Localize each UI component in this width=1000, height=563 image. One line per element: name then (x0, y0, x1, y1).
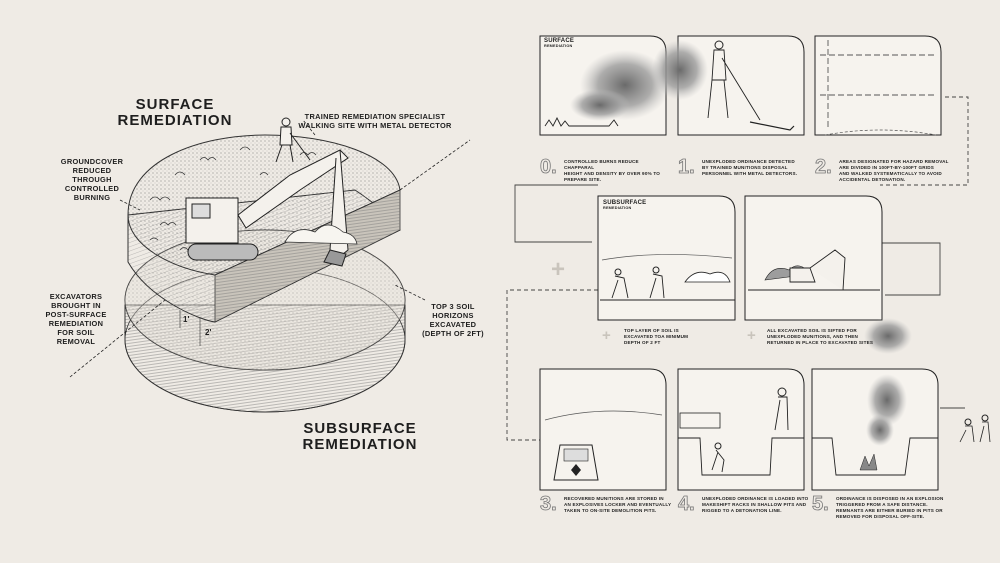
step-caption: UNEXPLODED ORDINANCE IS LOADED INTO MAKE… (702, 496, 812, 514)
caption-line: PERSONNEL WITH METAL DETECTORS. (702, 170, 798, 176)
specialist-figure (275, 117, 311, 163)
group-title: SURFACE (544, 38, 575, 44)
step-number: + (602, 327, 611, 344)
step-caption: ALL EXCAVATED SOIL IS SIFTED FOR UNEXPLO… (767, 328, 885, 346)
step-number: 3. (540, 493, 557, 515)
surface-remediation-title: SURFACE REMEDIATION (110, 97, 240, 129)
caption-line: RECOVERED MUNITIONS ARE STORED IN (564, 496, 664, 501)
step-number: 0. (540, 156, 557, 178)
caption-line: AND WALKED SYSTEMATICALLY TO AVOID (839, 170, 942, 176)
step-caption: TOP LAYER OF SOIL IS EXCAVATED TOA MINIM… (624, 328, 734, 346)
panel-frame-0 (539, 35, 670, 136)
panel-frame-subsurface-b (744, 195, 912, 354)
caption-line: TAKEN TO ON-SITE DEMOLITION PITS. (564, 507, 657, 513)
group-subtitle: REMEDIATION (544, 44, 573, 48)
step-caption: UNEXPLODED ORDINANCE DETECTED BY TRAINED… (702, 159, 808, 177)
caption-line: ALL EXCAVATED SOIL IS SIFTED FOR (767, 328, 857, 333)
caption-line: UNEXPLODED ORDINANCE DETECTED (702, 159, 795, 164)
step-number: 5. (812, 493, 829, 515)
label-line: REDUCED (72, 166, 112, 176)
label-line: CONTROLLED (64, 184, 120, 194)
caption-line: PREPARE SITE. (564, 176, 602, 182)
title-line: SURFACE (135, 96, 215, 113)
excavators-label: EXCAVATORS BROUGHT IN POST-SURFACE REMED… (36, 292, 116, 346)
caption-line: HEIGHT AND DENSITY BY OVER 90% TO (564, 170, 661, 176)
label-line: HORIZONS (432, 311, 474, 321)
label-line: (DEPTH OF 2FT) (422, 329, 484, 339)
surface-group-label: SURFACE REMEDIATION (544, 38, 574, 48)
plus-marker: + (551, 256, 566, 283)
caption-line: TOP LAYER OF SOIL IS (624, 328, 679, 333)
label-line: BURNING (73, 193, 111, 203)
subsurface-remediation-title: SUBSURFACE REMEDIATION (285, 421, 435, 453)
label-line: POST-SURFACE (45, 310, 107, 320)
label-line: WALKING SITE WITH METAL DETECTOR (298, 121, 452, 131)
panel-frame-4 (677, 368, 805, 491)
step-number: + (747, 327, 756, 344)
panel-frame-2 (814, 35, 942, 136)
title-line: SUBSURFACE (303, 420, 417, 437)
caption-line: ARE DIVIDED IN 100FT-BY-100FT GRIDS (839, 164, 935, 170)
panel-frame-3 (539, 368, 667, 491)
caption-line: AN EXPLOSIVES LOCKER AND EVENTUALLY (564, 501, 672, 507)
caption-line: EXCAVATED TOA MINIMUM (624, 333, 689, 339)
label-line: THROUGH (72, 175, 112, 185)
group-subtitle: REMEDIATION (603, 206, 632, 210)
caption-line: AREAS DESIGNATED FOR HAZARD REMOVAL (839, 159, 949, 164)
caption-line: DEPTH OF 2 FT (624, 339, 661, 345)
step-caption: AREAS DESIGNATED FOR HAZARD REMOVAL ARE … (839, 159, 949, 183)
dimension-1ft: 1' (183, 315, 190, 324)
specialist-label: TRAINED REMEDIATION SPECIALIST WALKING S… (285, 112, 465, 130)
label-line: GROUNDCOVER (60, 157, 124, 166)
label-line: EXCAVATED (429, 320, 477, 330)
caption-line: RETURNED IN PLACE TO EXCAVATED SITES (767, 339, 874, 345)
caption-line: UNEXPLODED MUNITIONS, AND THEN (767, 333, 859, 339)
dimension-2ft: 2' (205, 328, 212, 337)
step-caption: ORDINANCE IS DISPOSED IN AN EXPLOSION TR… (836, 496, 952, 520)
label-line: TOP 3 SOIL (431, 302, 475, 311)
panel-frame-5 (811, 368, 991, 491)
step-number: 2. (815, 156, 832, 178)
caption-line: TRIGGERED FROM A SAFE DISTANCE. (836, 501, 928, 507)
step-number: 4. (678, 493, 695, 515)
subsurface-group-label: SUBSURFACE REMEDIATION (603, 200, 646, 210)
group-title: SUBSURFACE (603, 200, 647, 206)
label-line: TRAINED REMEDIATION SPECIALIST (304, 112, 446, 121)
label-line: REMOVAL (56, 337, 96, 347)
label-line: REMEDIATION (48, 319, 104, 329)
title-line: REMEDIATION (117, 111, 233, 129)
label-line: EXCAVATORS (49, 292, 103, 301)
caption-line: UNEXPLODED ORDINANCE IS LOADED INTO (702, 496, 809, 501)
caption-line: ORDINANCE IS DISPOSED IN AN EXPLOSION (836, 496, 944, 501)
panel-frame-subsurface-a (597, 195, 736, 321)
panel-frame-1 (652, 35, 805, 136)
step-caption: CONTROLLED BURNS REDUCE CHAPPARAL HEIGHT… (564, 159, 670, 183)
title-line: REMEDIATION (302, 435, 418, 453)
caption-line: ACCIDENTAL DETONATION. (839, 176, 906, 182)
step-number: 1. (678, 156, 695, 178)
caption-line: CONTROLLED BURNS REDUCE CHAPPARAL (564, 159, 639, 170)
caption-line: RIGGED TO A DETONATION LINE. (702, 507, 782, 513)
label-line: FOR SOIL (57, 328, 95, 338)
caption-line: REMNANTS ARE EITHER BURIED IN PITS OR (836, 507, 943, 513)
top3-soil-label: TOP 3 SOIL HORIZONS EXCAVATED (DEPTH OF … (418, 302, 488, 338)
caption-line: BY TRAINED MUNITIONS DISPOSAL (702, 164, 788, 170)
caption-line: MAKESHIFT RACKS IN SHALLOW PITS AND (702, 501, 807, 507)
step-caption: RECOVERED MUNITIONS ARE STORED IN AN EXP… (564, 496, 674, 514)
label-line: BROUGHT IN (51, 301, 101, 311)
caption-line: REMOVED FOR DISPOSAL OFF-SITE. (836, 513, 925, 519)
groundcover-label: GROUNDCOVER REDUCED THROUGH CONTROLLED B… (52, 157, 132, 202)
